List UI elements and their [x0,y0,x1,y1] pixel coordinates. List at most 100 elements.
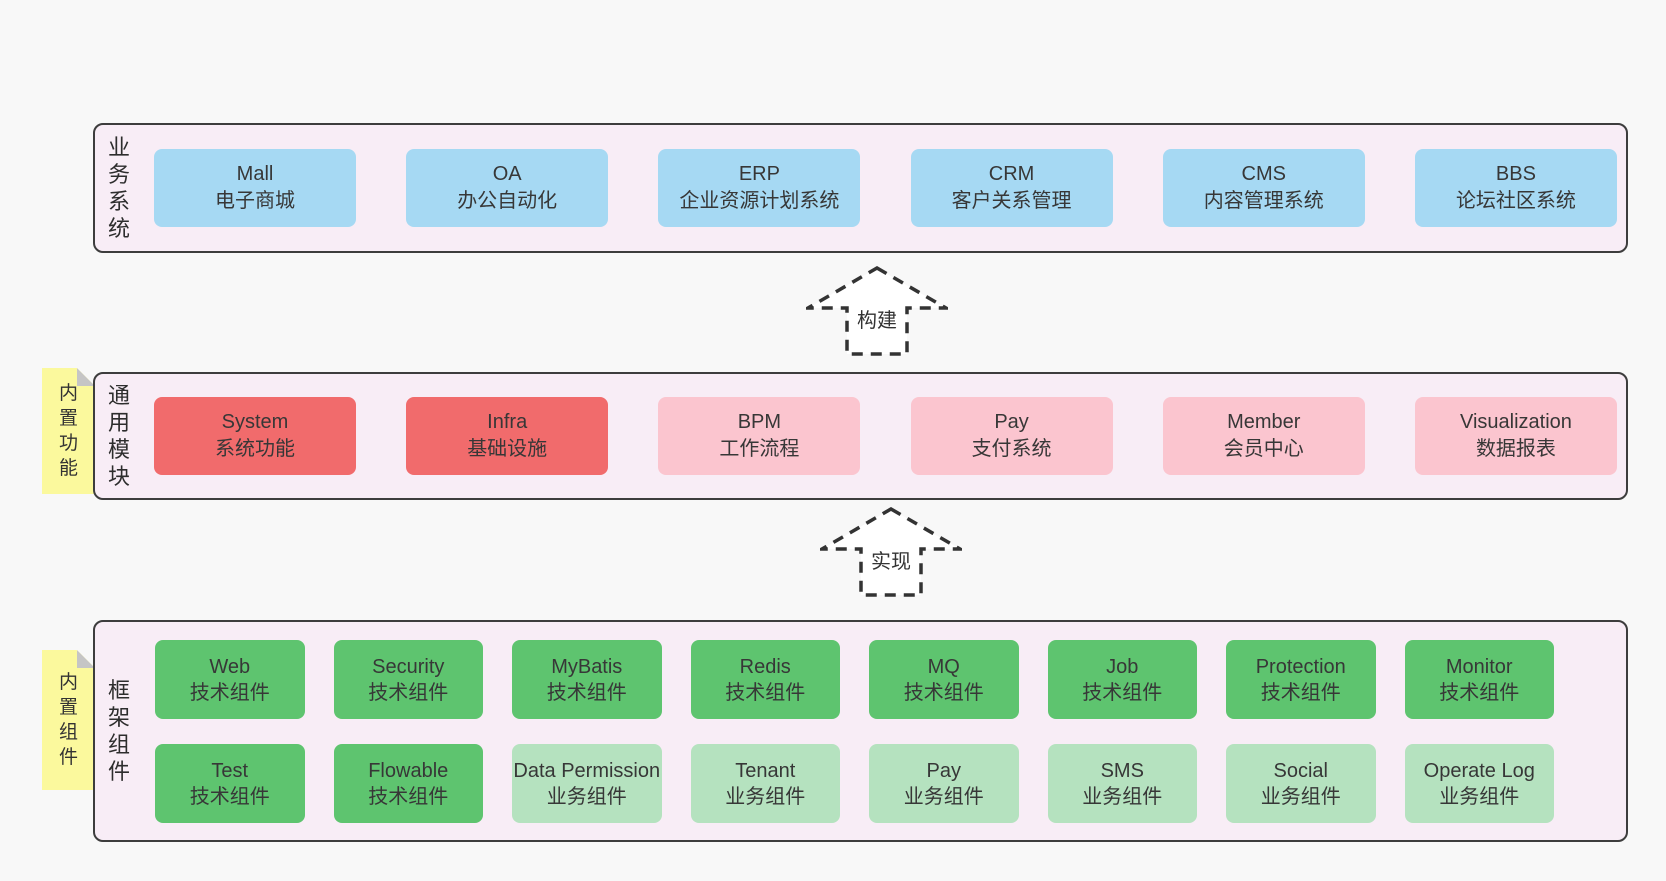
box-subtitle: 企业资源计划系统 [679,190,840,212]
box-pay-component: Pay 业务组件 [869,744,1019,823]
box-subtitle: 技术组件 [725,681,806,704]
box-title: System [221,411,289,433]
box-bbs: BBS 论坛社区系统 [1414,149,1617,227]
box-oa: OA 办公自动化 [406,149,609,227]
box-title: Data Permission [513,759,661,782]
box-subtitle: 工作流程 [719,438,800,460]
sticky-note-built-in-components: 内置组件 [42,650,95,790]
box-title: Protection [1255,655,1346,678]
box-title: MyBatis [551,655,623,678]
box-title: Infra [487,411,528,433]
box-title: Visualization [1459,411,1572,433]
box-mybatis: MyBatis 技术组件 [512,640,662,719]
box-subtitle: 技术组件 [368,681,449,704]
box-subtitle: 客户关系管理 [951,190,1072,212]
sticky-note-label: 内置功能 [58,383,78,479]
box-title: Web [209,655,251,678]
box-system: System 系统功能 [154,397,356,475]
box-subtitle: 业务组件 [1082,785,1163,808]
box-title: Monitor [1445,655,1513,678]
box-subtitle: 电子商城 [215,190,295,212]
band-business-systems: 业务系统 Mall 电子商城 OA 办公自动化 ERP 企业资源计划系统 CRM… [93,123,1628,253]
box-subtitle: 基础设施 [467,438,548,460]
band-box-grid: Web 技术组件 Security 技术组件 MyBatis 技术组件 Redi… [155,640,1554,823]
box-title: CRM [988,163,1035,185]
box-infra: Infra 基础设施 [406,397,609,475]
box-title: Mall [236,163,274,185]
box-job: Job 技术组件 [1047,640,1197,719]
band-framework-components: 框架组件 Web 技术组件 Security 技术组件 MyBatis 技术组件… [93,620,1628,842]
box-operate-log: Operate Log 业务组件 [1404,744,1554,823]
box-subtitle: 技术组件 [189,681,270,704]
band-box-row: System 系统功能 Infra 基础设施 BPM 工作流程 Pay 支付系统… [154,397,1617,475]
box-subtitle: 业务组件 [1260,785,1341,808]
box-pay: Pay 支付系统 [910,397,1113,475]
sticky-note-label: 内置组件 [58,672,78,768]
up-arrow-icon: 实现 [820,507,962,597]
box-title: Social [1273,759,1328,782]
box-subtitle: 技术组件 [546,681,627,704]
band-common-modules: 通用模块 System 系统功能 Infra 基础设施 BPM 工作流程 Pay… [93,372,1628,500]
box-subtitle: 技术组件 [189,785,270,808]
box-subtitle: 技术组件 [368,785,449,808]
box-cms: CMS 内容管理系统 [1162,149,1365,227]
box-subtitle: 业务组件 [903,785,984,808]
box-visualization: Visualization 数据报表 [1414,397,1617,475]
box-title: Pay [994,411,1029,433]
box-flowable: Flowable 技术组件 [333,744,483,823]
box-bpm: BPM 工作流程 [658,397,861,475]
box-title: CMS [1241,163,1286,185]
box-subtitle: 业务组件 [546,785,627,808]
band-label: 业务系统 [107,135,130,241]
box-subtitle: 办公自动化 [457,190,558,212]
box-title: Flowable [368,759,449,782]
box-member: Member 会员中心 [1162,397,1365,475]
box-title: Member [1227,411,1301,433]
box-crm: CRM 客户关系管理 [910,149,1113,227]
box-title: Redis [739,655,791,678]
box-title: Tenant [735,759,796,782]
box-subtitle: 业务组件 [1439,785,1520,808]
box-subtitle: 技术组件 [903,681,984,704]
box-title: MQ [927,655,960,678]
band-label: 框架组件 [107,678,130,784]
arrow-label: 构建 [857,309,897,332]
box-title: BBS [1495,163,1536,185]
box-mq: MQ 技术组件 [869,640,1019,719]
box-security: Security 技术组件 [333,640,483,719]
box-redis: Redis 技术组件 [690,640,840,719]
box-title: Test [211,759,249,782]
arrow-label: 实现 [871,550,911,573]
box-web: Web 技术组件 [155,640,305,719]
box-title: OA [492,163,522,185]
band-label: 通用模块 [107,383,130,489]
box-monitor: Monitor 技术组件 [1404,640,1554,719]
box-erp: ERP 企业资源计划系统 [658,149,861,227]
box-title: Job [1106,655,1139,678]
box-subtitle: 技术组件 [1082,681,1163,704]
box-subtitle: 数据报表 [1475,438,1556,460]
box-data-permission: Data Permission 业务组件 [512,744,662,823]
box-title: Operate Log [1423,759,1535,782]
box-subtitle: 会员中心 [1223,438,1304,460]
box-title: ERP [738,163,780,185]
box-test: Test 技术组件 [155,744,305,823]
box-subtitle: 技术组件 [1439,681,1520,704]
box-subtitle: 技术组件 [1260,681,1341,704]
band-box-row: Mall 电子商城 OA 办公自动化 ERP 企业资源计划系统 CRM 客户关系… [154,149,1617,227]
box-sms: SMS 业务组件 [1047,744,1197,823]
box-protection: Protection 技术组件 [1226,640,1376,719]
box-mall: Mall 电子商城 [154,149,356,227]
box-subtitle: 业务组件 [725,785,806,808]
box-subtitle: 论坛社区系统 [1455,190,1576,212]
box-subtitle: 支付系统 [971,438,1052,460]
box-title: BPM [737,411,782,433]
sticky-note-built-in-features: 内置功能 [42,368,95,494]
box-subtitle: 系统功能 [215,438,295,460]
dashed-up-arrow-build: 构建 [806,266,948,356]
box-tenant: Tenant 业务组件 [690,744,840,823]
box-title: Security [372,655,445,678]
box-title: Pay [926,759,961,782]
box-subtitle: 内容管理系统 [1203,190,1324,212]
